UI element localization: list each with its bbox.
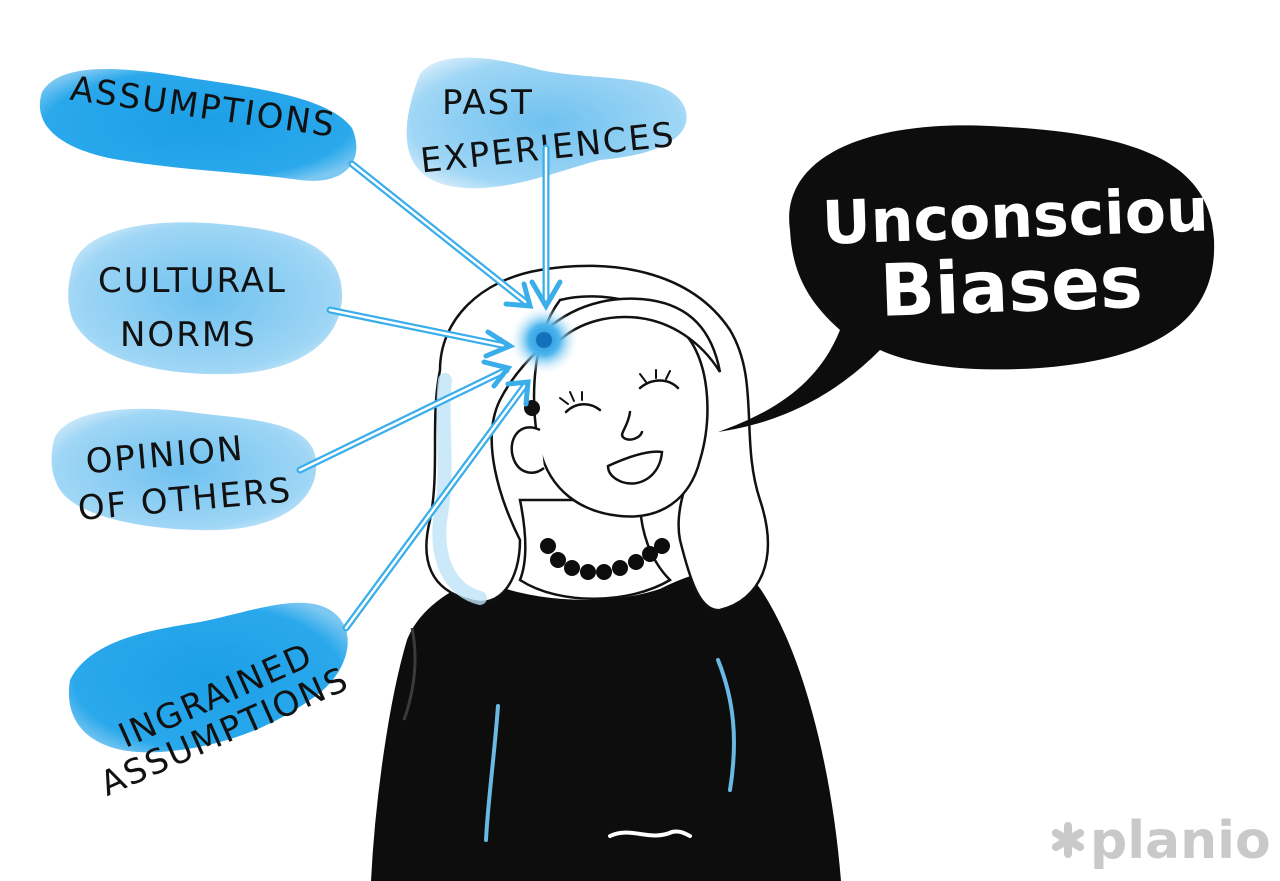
bubble-title-line1: Unconscious [821,174,1246,259]
speech-bubble: Unconscious Biases [718,125,1245,432]
necklace [540,538,670,580]
asterisk-icon [1051,822,1085,858]
blob-cultural-norms [68,222,343,375]
label-past-experiences-line1: PAST [442,83,534,123]
blob-ingrained-assumptions [68,602,348,753]
label-cultural-norms-line1: CULTURAL [98,261,287,301]
planio-logo: planio [1051,811,1271,871]
arrows [296,144,563,632]
blob-assumptions [39,69,357,181]
label-cultural-norms-line2: NORMS [120,315,257,355]
bubble-title-line2: Biases [878,240,1143,333]
blob-opinion-of-others [51,408,317,531]
sweater [370,570,842,881]
logo-text: planio [1090,811,1271,871]
blob-past-experiences [406,57,687,189]
woman-figure [370,264,842,881]
